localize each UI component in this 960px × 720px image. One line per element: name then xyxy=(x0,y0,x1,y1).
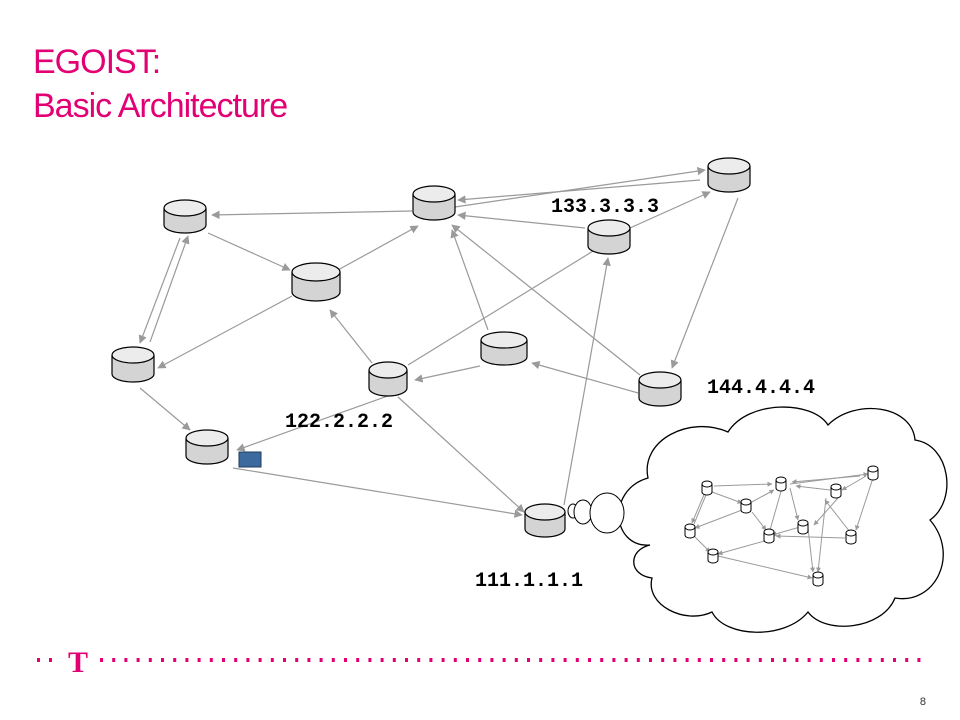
edge xyxy=(414,365,481,383)
ip-label-133: 133.3.3.3 xyxy=(551,196,659,219)
node-cylinder xyxy=(111,346,155,383)
edge xyxy=(450,229,489,331)
edge xyxy=(138,237,181,344)
edge xyxy=(813,497,839,526)
mini-node xyxy=(684,523,696,539)
edge xyxy=(531,361,639,394)
edge xyxy=(451,224,641,376)
overlay-cloud xyxy=(618,406,948,633)
edge xyxy=(691,489,707,524)
edge xyxy=(454,166,706,208)
edge xyxy=(139,387,191,431)
mini-node xyxy=(701,480,713,496)
edge xyxy=(407,247,599,366)
edge xyxy=(749,489,775,504)
node-cylinder xyxy=(368,361,408,397)
edge xyxy=(791,475,861,485)
edge xyxy=(457,179,701,204)
blue-box xyxy=(238,451,262,468)
edge xyxy=(694,509,743,529)
node-cylinder xyxy=(185,429,229,465)
telekom-logo: T xyxy=(68,646,88,679)
edge xyxy=(670,197,739,369)
page-number: 8 xyxy=(919,696,926,708)
edge xyxy=(207,232,291,271)
node-cylinder xyxy=(163,199,207,234)
node-cylinder xyxy=(638,371,682,407)
edge xyxy=(157,295,293,369)
mini-network-edges xyxy=(691,472,874,580)
edge xyxy=(769,487,783,531)
edge xyxy=(232,467,523,518)
edge xyxy=(717,555,813,580)
edge xyxy=(807,527,815,573)
mini-node xyxy=(812,571,824,587)
mini-node xyxy=(740,498,752,514)
edge xyxy=(713,481,773,487)
edge xyxy=(457,211,586,229)
edge xyxy=(397,396,525,513)
mini-node xyxy=(797,519,809,535)
slide-title: EGOIST: Basic Architecture xyxy=(33,40,288,128)
ip-label-111: 111.1.1.1 xyxy=(475,570,583,593)
edge xyxy=(329,309,373,364)
edge xyxy=(711,491,743,504)
network-nodes xyxy=(111,157,751,538)
edge xyxy=(815,497,827,573)
edge xyxy=(693,489,709,525)
mini-node xyxy=(830,483,842,499)
node-cylinder xyxy=(587,219,631,255)
mini-node xyxy=(845,529,857,545)
edge xyxy=(789,487,800,521)
title-line-2: Basic Architecture xyxy=(33,87,288,125)
title-line-1: EGOIST: xyxy=(33,43,161,81)
mini-node xyxy=(763,528,775,544)
edge xyxy=(795,484,831,491)
edge xyxy=(841,475,867,491)
mini-node xyxy=(867,465,879,481)
node-cylinder xyxy=(412,185,456,221)
edge xyxy=(629,191,711,229)
mini-node xyxy=(707,548,719,564)
edge xyxy=(717,539,769,556)
mini-network-nodes xyxy=(684,465,879,587)
edge xyxy=(824,499,851,533)
telekom-logo-letter: T xyxy=(68,646,88,679)
node-cylinder xyxy=(291,262,341,302)
edge xyxy=(693,535,711,553)
node-cylinder xyxy=(480,331,528,366)
footer-brand-line: T xyxy=(37,646,925,679)
edge xyxy=(775,533,846,539)
edge xyxy=(149,235,190,343)
edge xyxy=(751,511,767,531)
edge xyxy=(337,225,419,271)
ip-label-144: 144.4.4.4 xyxy=(707,377,815,400)
edge xyxy=(211,210,413,220)
edge xyxy=(236,392,397,452)
node-cylinder xyxy=(524,503,566,538)
thought-bubbles xyxy=(567,492,625,534)
edge xyxy=(563,257,611,506)
network-edges xyxy=(138,166,739,518)
ip-label-122: 122.2.2.2 xyxy=(285,411,393,434)
node-cylinder xyxy=(707,157,751,193)
edge xyxy=(855,477,874,531)
mini-node xyxy=(775,476,787,492)
